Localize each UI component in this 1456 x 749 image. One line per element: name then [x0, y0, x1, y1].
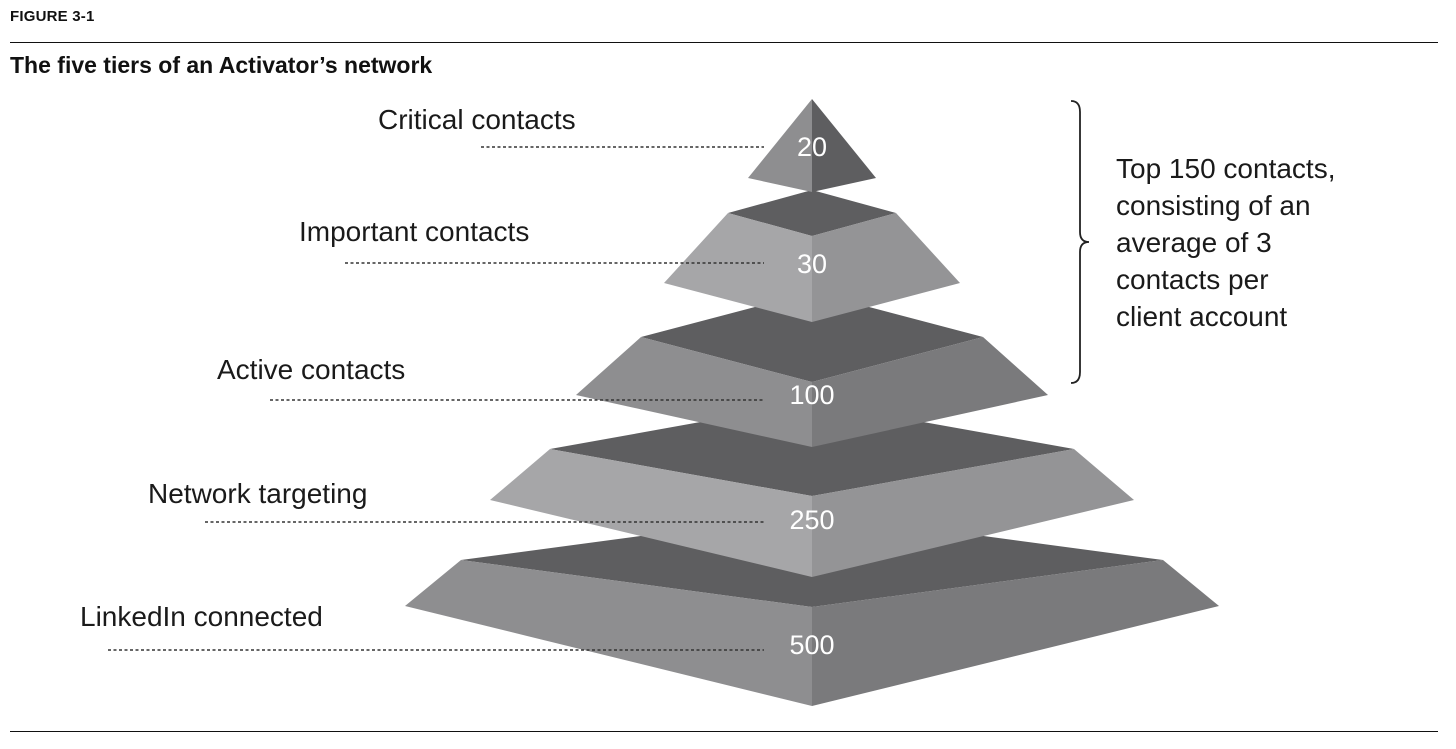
bottom-rule: [10, 731, 1438, 732]
bracket-note: Top 150 contacts, consisting of an avera…: [1116, 150, 1436, 335]
bracket-note-line: consisting of an: [1116, 190, 1311, 221]
bracket-note-line: client account: [1116, 301, 1288, 332]
tier-label: Important contacts: [299, 216, 529, 247]
tier-left-face: [576, 337, 812, 447]
tier-right-face: [812, 560, 1219, 706]
pyramid-tiers: [405, 99, 1219, 706]
pyramid-tier: [576, 292, 1048, 447]
tier-value: 500: [789, 630, 834, 660]
tier-left-face: [748, 99, 812, 192]
tier-label: LinkedIn connected: [80, 601, 323, 632]
figure-label: FIGURE 3-1: [10, 8, 95, 25]
tier-right-face: [812, 449, 1134, 577]
tier-right-face: [812, 99, 876, 192]
top-rule: [10, 42, 1438, 43]
bracket-note-line: average of 3: [1116, 227, 1272, 258]
top-tiers-bracket: [1070, 100, 1090, 384]
figure-title: The five tiers of an Activator’s network: [10, 52, 433, 78]
bracket-note-line: contacts per: [1116, 264, 1269, 295]
pyramid-tier: [490, 402, 1134, 577]
tier-value: 20: [797, 132, 827, 162]
tier-right-face: [812, 213, 960, 322]
bracket-note-line: Top 150 contacts,: [1116, 153, 1336, 184]
tier-value: 100: [789, 380, 834, 410]
tier-left-face: [664, 213, 812, 322]
tier-left-face: [405, 560, 812, 706]
tier-label: Critical contacts: [378, 104, 576, 135]
pyramid-tier: [664, 190, 960, 322]
tier-label: Network targeting: [148, 478, 367, 509]
tier-right-face: [812, 337, 1048, 447]
tier-label: Active contacts: [217, 354, 405, 385]
tier-value: 30: [797, 249, 827, 279]
tier-value: 250: [789, 505, 834, 535]
pyramid-tier: [748, 99, 876, 192]
tier-left-face: [490, 449, 812, 577]
